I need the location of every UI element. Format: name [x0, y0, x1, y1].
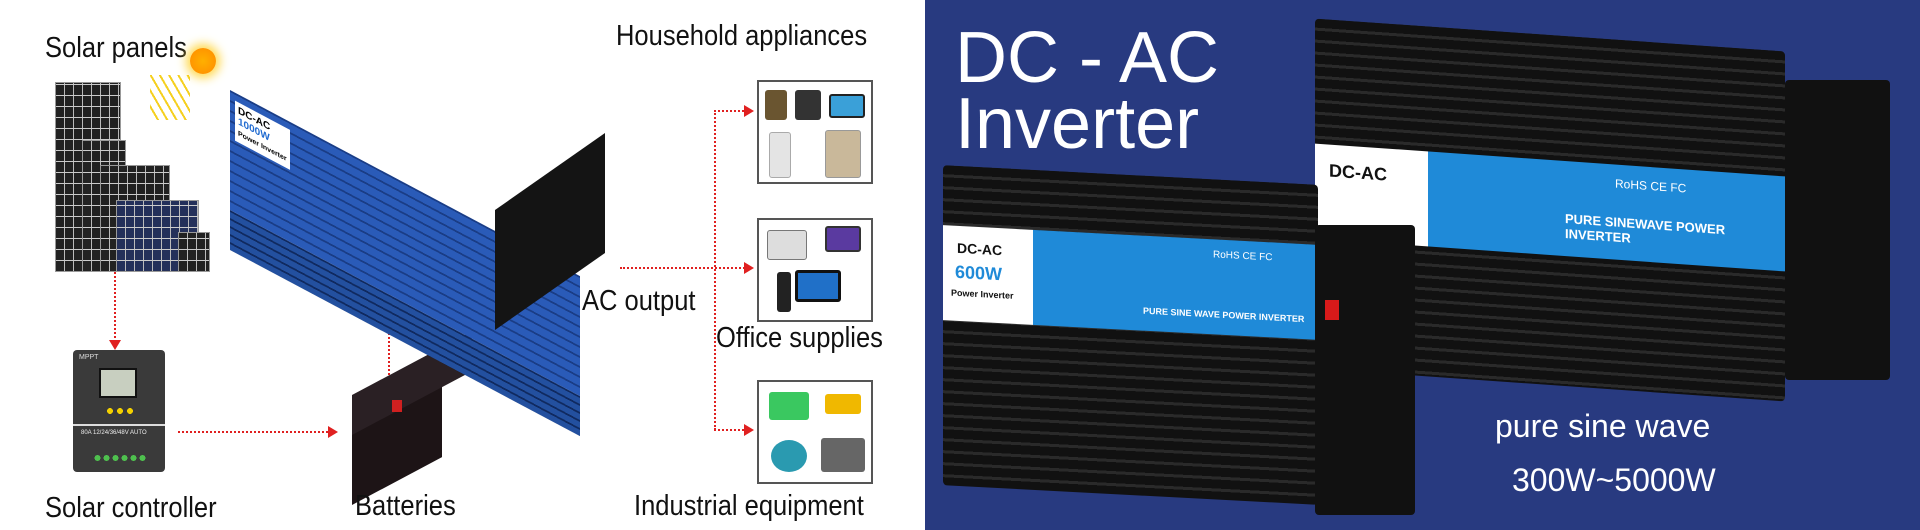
small-inverter-bracket — [1315, 225, 1415, 515]
controller-spec: 80A 12/24/36/48V AUTO — [81, 430, 147, 436]
arrow-down-icon — [109, 340, 121, 350]
banner-title-line1: DC - AC — [955, 18, 1220, 98]
banner-power-range: 300W~5000W — [1512, 462, 1716, 498]
arrow-right-icon — [328, 426, 338, 438]
small-inverter-title: DC-AC — [957, 239, 1003, 259]
small-inverter-power: 600W — [955, 261, 1003, 285]
office-supplies-image — [757, 218, 873, 322]
household-appliances-image — [757, 80, 873, 184]
industrial-equipment-image — [757, 380, 873, 484]
arrow-right-icon — [744, 262, 754, 274]
large-inverter-certs: RoHS CE FC — [1615, 176, 1687, 196]
sun-rays-icon — [150, 75, 190, 120]
label-ac-output: AC output — [582, 285, 696, 317]
banner-tagline: pure sine wave — [1495, 408, 1711, 444]
solar-controller-image: MPPT 80A 12/24/36/48V AUTO — [73, 350, 165, 472]
label-office-supplies: Office supplies — [716, 322, 883, 354]
battery-image — [352, 331, 477, 505]
label-solar-controller: Solar controller — [45, 492, 217, 524]
label-batteries: Batteries — [355, 490, 456, 522]
arrow-right-icon — [744, 105, 754, 117]
large-inverter-bracket — [1785, 80, 1890, 380]
controller-brand: MPPT — [79, 354, 99, 361]
small-inverter-type: PURE SINE WAVE POWER INVERTER — [1143, 305, 1305, 325]
label-solar-panels: Solar panels — [45, 32, 187, 64]
arrow-right-icon — [744, 424, 754, 436]
banner-title-line2: Inverter — [955, 84, 1200, 164]
small-inverter-sub: Power Inverter — [951, 287, 1014, 301]
label-household-appliances: Household appliances — [616, 20, 868, 52]
large-inverter-title: DC-AC — [1329, 160, 1387, 185]
label-industrial-equipment: Industrial equipment — [634, 490, 864, 522]
sun-icon — [190, 48, 216, 74]
small-inverter-certs: RoHS CE FC — [1213, 249, 1273, 264]
product-banner: DC - AC Inverter DC-AC RoHS CE FC PURE S… — [925, 0, 1920, 530]
small-inverter-image: DC-AC 600W Power Inverter RoHS CE FC PUR… — [943, 165, 1318, 505]
large-inverter-type: PURE SINEWAVE POWER INVERTER — [1565, 211, 1726, 246]
